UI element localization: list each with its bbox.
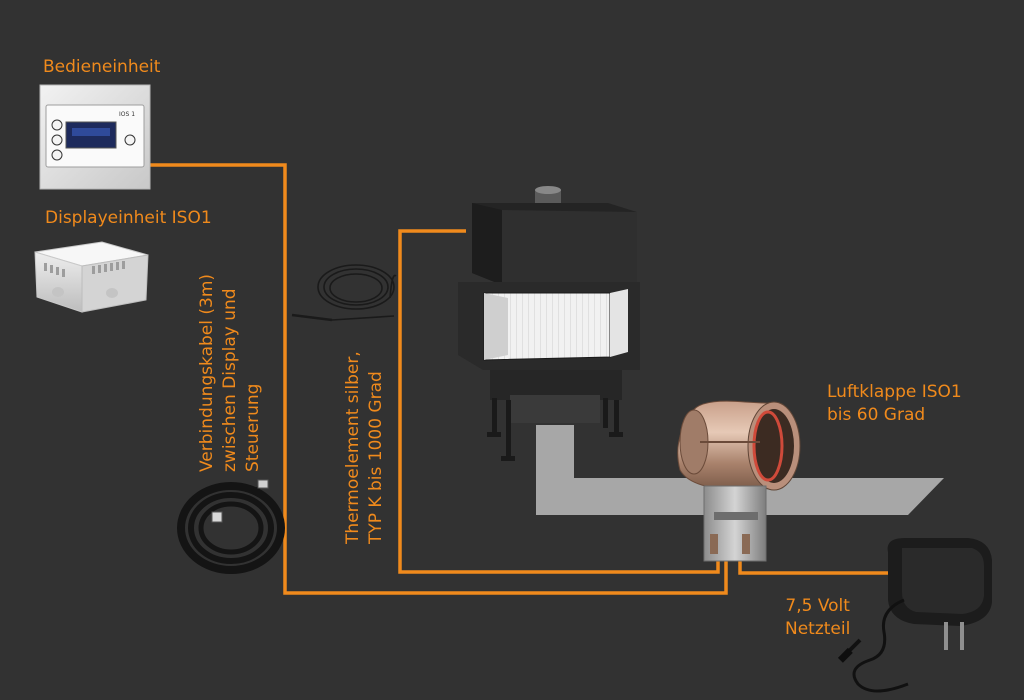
thermocouple-label: Thermoelement silber, TYP K bis 1000 Gra…	[342, 351, 388, 544]
cable-label: Verbindungskabel (3m) zwischen Display u…	[196, 274, 265, 472]
power-supply	[837, 538, 992, 693]
damper-label-line-1: Luftklappe ISO1	[827, 382, 962, 402]
display-unit-label: Displayeinheit ISO1	[45, 208, 212, 228]
control-unit-panel: IOS 1	[39, 84, 151, 190]
power-supply-label-line-2: Netzteil	[785, 619, 851, 639]
power-supply-label-line-1: 7,5 Volt	[785, 596, 850, 616]
control-unit-label: Bedieneinheit	[43, 57, 161, 77]
cable-thermocouple	[398, 229, 720, 574]
mode-icon	[51, 149, 63, 161]
minus-icon	[51, 134, 63, 146]
cable-label-line-2: zwischen Display und	[220, 288, 240, 472]
cable-display-to-controller	[150, 163, 728, 595]
power-supply-label: 7,5 Volt Netzteil	[785, 595, 850, 641]
thermocouple-label-line-1: Thermoelement silber,	[343, 351, 363, 544]
thermocouple-label-line-2: TYP K bis 1000 Grad	[366, 371, 386, 544]
cable-label-line-3: Steuerung	[243, 383, 263, 472]
enter-icon	[124, 134, 136, 146]
flue-duct	[536, 425, 944, 515]
fireplace-stove	[458, 186, 640, 461]
panel-brand-text: IOS 1	[119, 111, 135, 118]
thermocouple-sensor	[291, 264, 397, 322]
damper-label-line-2: bis 60 Grad	[827, 405, 926, 425]
damper-label: Luftklappe ISO1 bis 60 Grad	[827, 381, 962, 427]
air-damper	[677, 400, 801, 562]
display-unit-box	[34, 241, 149, 313]
cable-label-line-1: Verbindungskabel (3m)	[197, 273, 217, 472]
plus-icon	[51, 119, 63, 131]
connection-cable-coil	[177, 479, 285, 574]
